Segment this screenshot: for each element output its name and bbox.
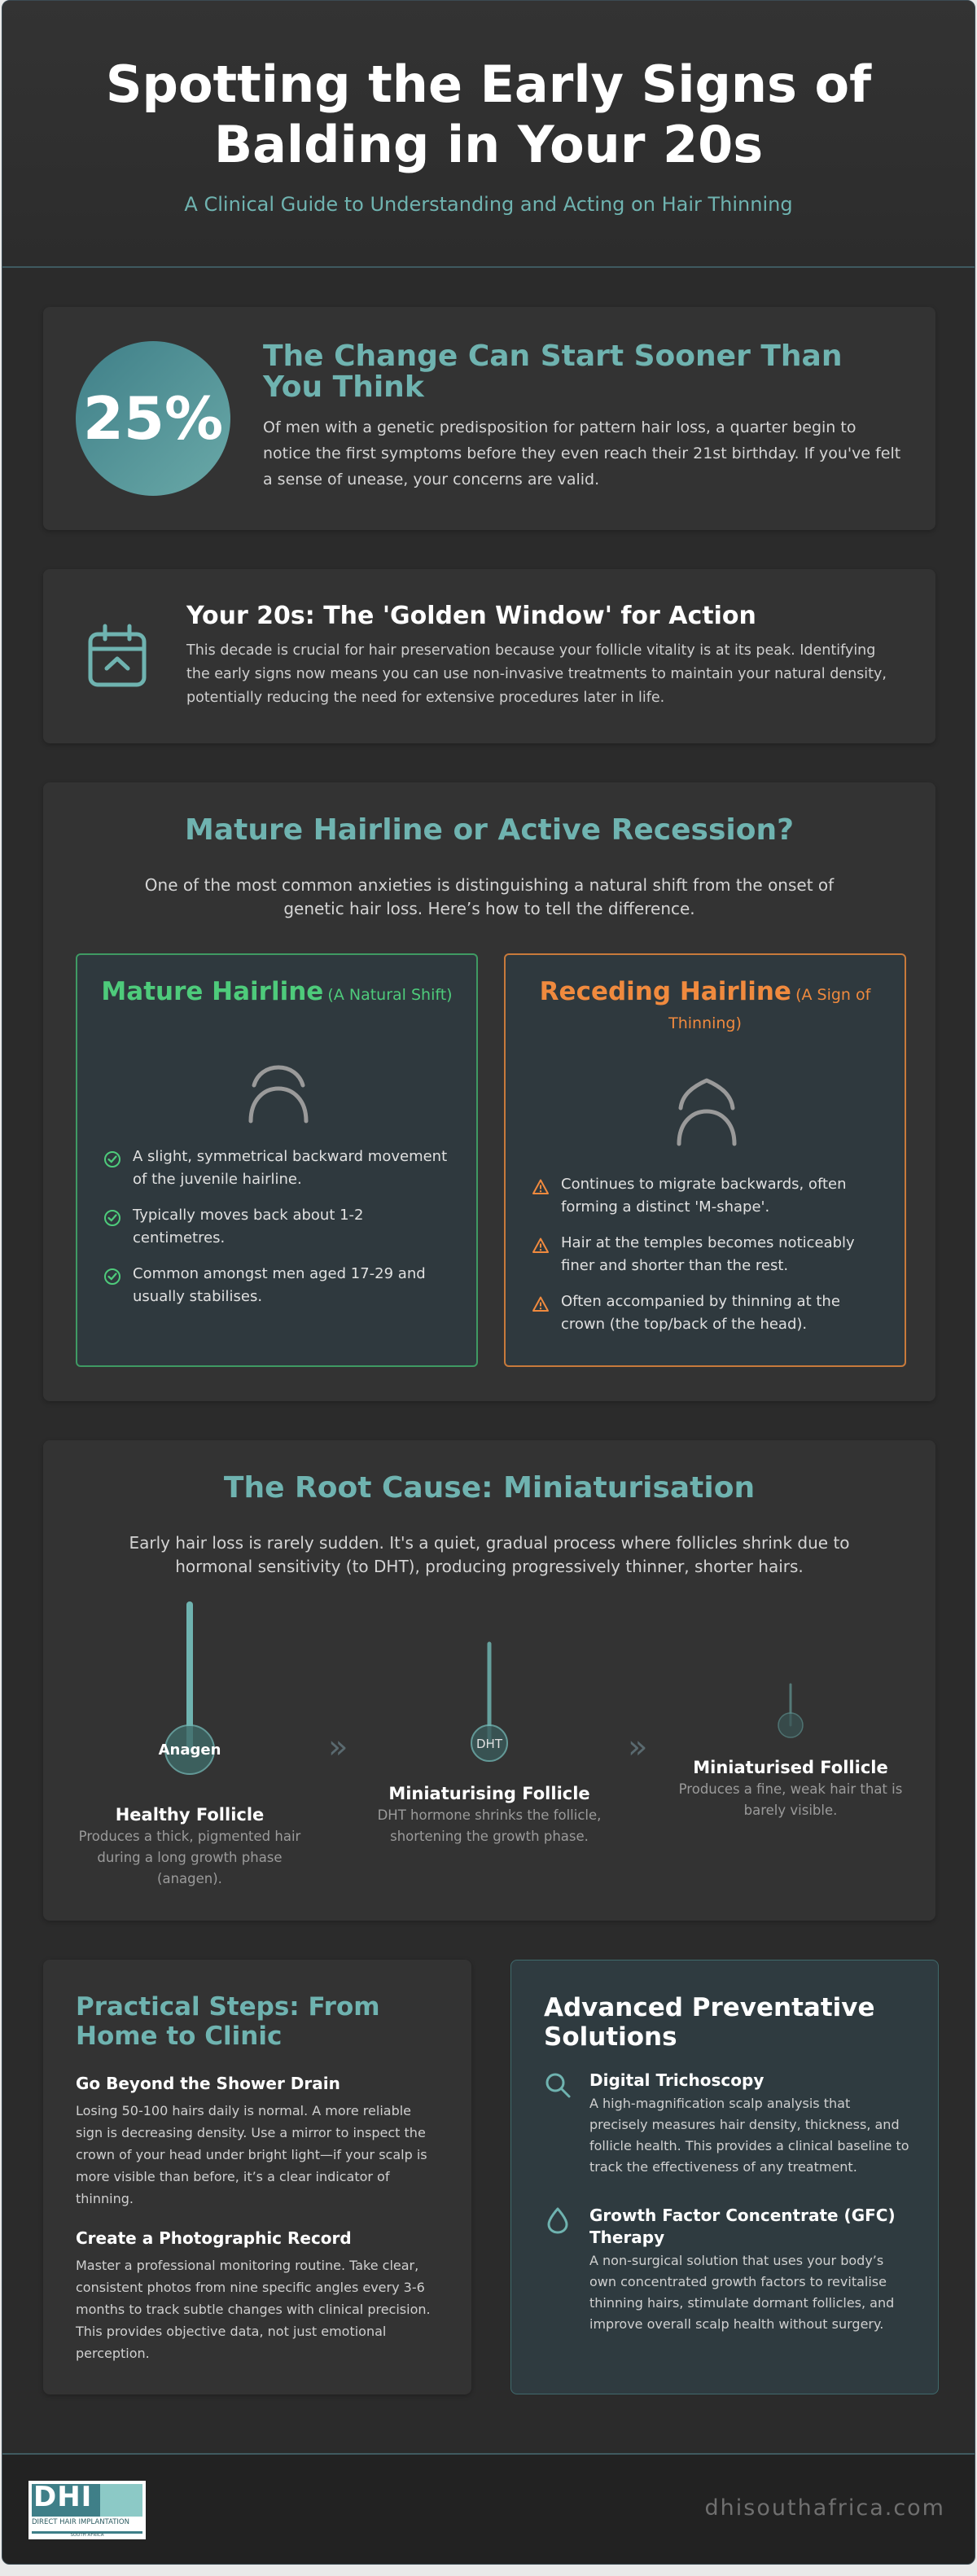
step-title: Go Beyond the Shower Drain [76, 2074, 340, 2093]
list-item: Continues to migrate backwards, often fo… [532, 1173, 885, 1219]
page-subtitle: A Clinical Guide to Understanding and Ac… [184, 193, 793, 216]
list-item-text: A slight, symmetrical backward movement … [133, 1148, 448, 1188]
page-footer: DHI DIRECT HAIR IMPLANTATION SOUTH AFRIC… [2, 2453, 975, 2564]
receding-hairline-icon [677, 1078, 737, 1146]
dht-label: DHT [476, 1737, 502, 1751]
step-title: Create a Photographic Record [76, 2228, 352, 2248]
list-item-text: Often accompanied by thinning at the cro… [561, 1293, 840, 1333]
mature-hairline-icon [248, 1065, 309, 1124]
search-icon [545, 2073, 571, 2098]
miniaturisation-intro: Early hair loss is rarely sudden. It's a… [129, 1533, 850, 1576]
healthy-follicle: Healthy Follicle Produces a thick, pigme… [76, 1805, 304, 1890]
mature-hairline-box: Mature Hairline (A Natural Shift) A slig… [76, 953, 478, 1367]
list-item-text: Common amongst men aged 17-29 and usuall… [133, 1265, 426, 1305]
solution-text: A non-surgical solution that uses your b… [589, 2253, 895, 2332]
list-item: Hair at the temples becomes noticeably f… [532, 1232, 885, 1277]
advanced-solutions-card: Advanced Preventative Solutions Digital … [510, 1960, 939, 2394]
dhi-logo[interactable]: DHI DIRECT HAIR IMPLANTATION SOUTH AFRIC… [28, 2481, 146, 2539]
receding-hairline-box: Receding Hairline (A Sign of Thinning) C… [504, 953, 906, 1367]
healthy-follicle-bulb [164, 1724, 215, 1775]
golden-window-title: Your 20s: The 'Golden Window' for Action [186, 602, 756, 630]
list-item-text: Hair at the temples becomes noticeably f… [561, 1234, 855, 1274]
page-header: Spotting the Early Signs of Balding in Y… [2, 1, 975, 268]
logo-line1: DIRECT HAIR IMPLANTATION [32, 2518, 129, 2526]
chevron-right-icon: » [328, 1728, 348, 1766]
stat-title: The Change Can Start Sooner Than You Thi… [263, 340, 843, 404]
receding-hairline-tag: (A Sign of Thinning) [668, 986, 871, 1032]
calendar-icon [88, 624, 147, 687]
follicle-title: Miniaturising Follicle [388, 1784, 590, 1803]
follicle-title: Healthy Follicle [115, 1805, 265, 1825]
logo-line2: SOUTH AFRICA [70, 2533, 104, 2538]
miniaturisation-section: The Root Cause: Miniaturisation Early ha… [43, 1440, 935, 1921]
list-item: Typically moves back about 1-2 centimetr… [103, 1204, 457, 1250]
solution-title: Growth Factor Concentrate (GFC) Therapy [589, 2206, 896, 2247]
practical-steps-card: Practical Steps: From Home to Clinic Go … [43, 1960, 471, 2394]
practical-steps-title: Practical Steps: From Home to Clinic [76, 1992, 380, 2051]
mature-hairline-title: Mature Hairline [101, 977, 324, 1006]
chevron-right-icon: » [628, 1728, 648, 1766]
follicle-desc: DHT hormone shrinks the follicle, shorte… [377, 1807, 602, 1844]
solution-title: Digital Trichoscopy [589, 2070, 765, 2090]
hairline-title: Mature Hairline or Active Recession? [185, 813, 794, 847]
stat-circle: 25% [76, 341, 230, 496]
check-circle-icon [104, 1151, 120, 1168]
hairline-section: Mature Hairline or Active Recession? One… [43, 782, 935, 1401]
stat-card: 25% The Change Can Start Sooner Than You… [43, 307, 935, 530]
advanced-solution-item: Growth Factor Concentrate (GFC) Therapy … [544, 2205, 910, 2335]
page-title: Spotting the Early Signs of Balding in Y… [105, 55, 872, 174]
list-item-text: Typically moves back about 1-2 centimetr… [133, 1207, 364, 1246]
check-circle-icon [104, 1210, 120, 1226]
step-text: Master a professional monitoring routine… [76, 2258, 431, 2361]
golden-window-text: This decade is crucial for hair preserva… [186, 642, 887, 706]
dhi-logo-mark [28, 2481, 146, 2539]
miniaturised-follicle-bulb [778, 1712, 804, 1738]
check-circle-icon [104, 1268, 120, 1285]
mature-hairline-tag: (A Natural Shift) [327, 986, 453, 1004]
solution-text: A high-magnification scalp analysis that… [589, 2096, 909, 2175]
follicle-desc: Produces a thick, pigmented hair during … [78, 1829, 301, 1886]
hairline-intro: One of the most common anxieties is dist… [144, 875, 835, 918]
list-item: Often accompanied by thinning at the cro… [532, 1290, 885, 1336]
miniaturising-follicle: Miniaturising Follicle DHT hormone shrin… [367, 1784, 611, 1847]
mature-hairline-heading: Mature Hairline (A Natural Shift) [94, 978, 460, 1010]
step-text: Losing 50-100 hairs daily is normal. A m… [76, 2103, 427, 2206]
warning-icon [532, 1238, 549, 1253]
miniaturised-follicle: Miniaturised Follicle Produces a fine, w… [677, 1758, 905, 1821]
follicle-desc: Produces a fine, weak hair that is barel… [678, 1781, 903, 1818]
receding-hairline-list: Continues to migrate backwards, often fo… [532, 1173, 885, 1349]
miniaturisation-title: The Root Cause: Miniaturisation [223, 1471, 756, 1505]
anagen-label: Anagen [158, 1741, 221, 1759]
follicle-title: Miniaturised Follicle [693, 1758, 888, 1777]
mature-hairline-list: A slight, symmetrical backward movement … [103, 1146, 457, 1321]
logo-text: DHI [33, 2481, 93, 2513]
advanced-solutions-title: Advanced Preventative Solutions [544, 1993, 875, 2052]
miniaturising-follicle-bulb [471, 1724, 508, 1762]
stat-text: Of men with a genetic predisposition for… [263, 418, 901, 488]
drop-icon [547, 2207, 568, 2234]
list-item: Common amongst men aged 17-29 and usuall… [103, 1263, 457, 1308]
advanced-solution-item: Digital Trichoscopy A high-magnification… [544, 2070, 910, 2178]
golden-window-card: Your 20s: The 'Golden Window' for Action… [43, 569, 935, 743]
receding-hairline-heading: Receding Hairline (A Sign of Thinning) [522, 978, 888, 1038]
follicle-diagram [164, 1601, 804, 1775]
warning-icon [532, 1179, 549, 1194]
website-link[interactable]: dhisouthafrica.com [704, 2495, 945, 2521]
receding-hairline-title: Receding Hairline [539, 977, 791, 1006]
warning-icon [532, 1296, 549, 1312]
list-item-text: Continues to migrate backwards, often fo… [561, 1176, 847, 1216]
list-item: A slight, symmetrical backward movement … [103, 1146, 457, 1191]
